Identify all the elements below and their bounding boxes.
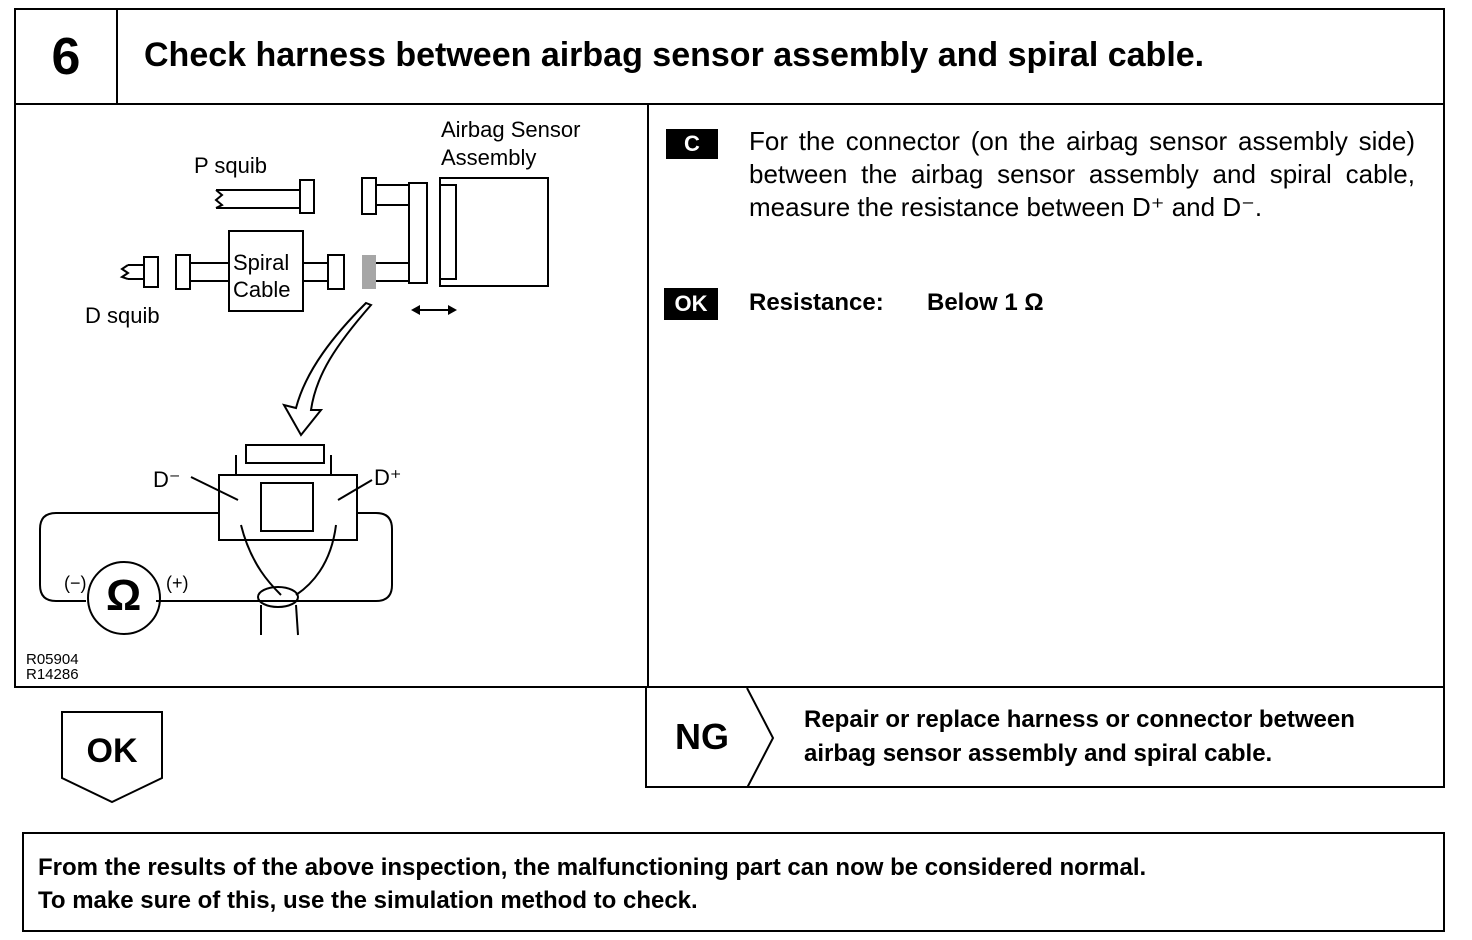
d-squib-label: D squib (85, 303, 160, 328)
airbag-sensor-label-2: Assembly (441, 145, 537, 170)
instruction-text: For the connector (on the airbag sensor … (749, 126, 1415, 222)
positive-label: (+) (166, 573, 189, 593)
negative-label: (−) (64, 573, 87, 593)
ok-pentagon-shape (61, 711, 163, 804)
resistance-label: Resistance: (749, 289, 884, 316)
ohm-symbol: Ω (106, 571, 142, 620)
step-body: Airbag Sensor Assembly P squib D squib S… (14, 105, 1445, 688)
airbag-sensor-label-1: Airbag Sensor (441, 117, 581, 142)
wiring-diagram: Airbag Sensor Assembly P squib D squib S… (16, 105, 647, 688)
summary-line-1: From the results of the above inspection… (38, 854, 1147, 881)
ok-result-label: OK (86, 732, 138, 770)
step-number: 6 (16, 10, 118, 103)
spiral-label-2: Cable (233, 277, 291, 302)
step-title: Check harness between airbag sensor asse… (144, 36, 1205, 74)
connector-badge-c: C (666, 129, 718, 159)
ohmmeter-shape (87, 561, 161, 635)
spiral-cable-shape (228, 230, 304, 312)
resistance-value: Below 1 Ω (927, 289, 1044, 316)
ng-action-line-2: airbag sensor assembly and spiral cable. (804, 740, 1273, 767)
ng-chevron-shape (746, 688, 775, 788)
step-header: 6 Check harness between airbag sensor as… (14, 8, 1445, 105)
ng-action-line-1: Repair or replace harness or connector b… (804, 706, 1355, 733)
p-squib-label: P squib (194, 153, 267, 178)
ng-result-box: NG Repair or replace harness or connecto… (645, 688, 1445, 788)
ok-result-marker: OK (60, 710, 164, 804)
diagram-drawing (39, 177, 549, 636)
ng-result-label: NG (675, 716, 729, 757)
ref-code-2: R14286 (26, 666, 79, 683)
d-minus-label: D⁻ (153, 467, 181, 492)
d-plus-label: D⁺ (374, 465, 402, 490)
summary-box: From the results of the above inspection… (22, 832, 1445, 932)
connector-closeup-shape (218, 474, 358, 541)
ref-code-1: R05904 (26, 651, 79, 668)
ok-badge: OK (664, 288, 718, 320)
column-divider (647, 105, 649, 686)
spiral-label-1: Spiral (233, 250, 290, 275)
summary-line-2: To make sure of this, use the simulation… (38, 887, 698, 914)
